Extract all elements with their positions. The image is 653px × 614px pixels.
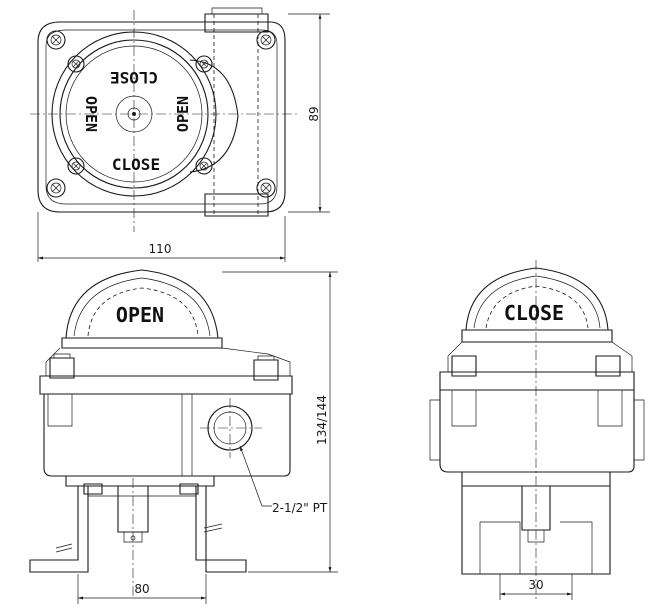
dim-side-width: 30 [528,578,543,592]
bolt-icon [46,30,66,50]
bolt-icon [256,30,276,50]
side-view: CLOSE 30 [429,260,645,600]
front-view: OPEN 2-1/2" PT [29,269,338,604]
dim-bracket-width: 80 [134,582,149,596]
dim-top-width: 110 [149,242,172,256]
dial-label-open-right: OPEN [174,96,192,132]
dim-top-height: 89 [307,106,321,121]
dim-front-height: 134/144 [315,395,329,445]
dial-label-close-top: CLOSE [110,68,158,87]
top-view: CLOSE CLOSE OPEN OPEN 89 110 [30,7,330,262]
bolt-icon [67,55,85,73]
dial-label-close-bottom: CLOSE [112,155,160,174]
side-indicator-label: CLOSE [504,301,564,325]
bolt-icon [195,157,213,175]
bolt-icon [256,178,276,198]
dial-label-open-left: OPEN [82,96,100,132]
conduit-callout: 2-1/2" PT [272,501,328,515]
bolt-icon [67,157,85,175]
bolt-icon [46,178,66,198]
bolt-icon [195,55,213,73]
front-indicator-label: OPEN [116,303,164,327]
